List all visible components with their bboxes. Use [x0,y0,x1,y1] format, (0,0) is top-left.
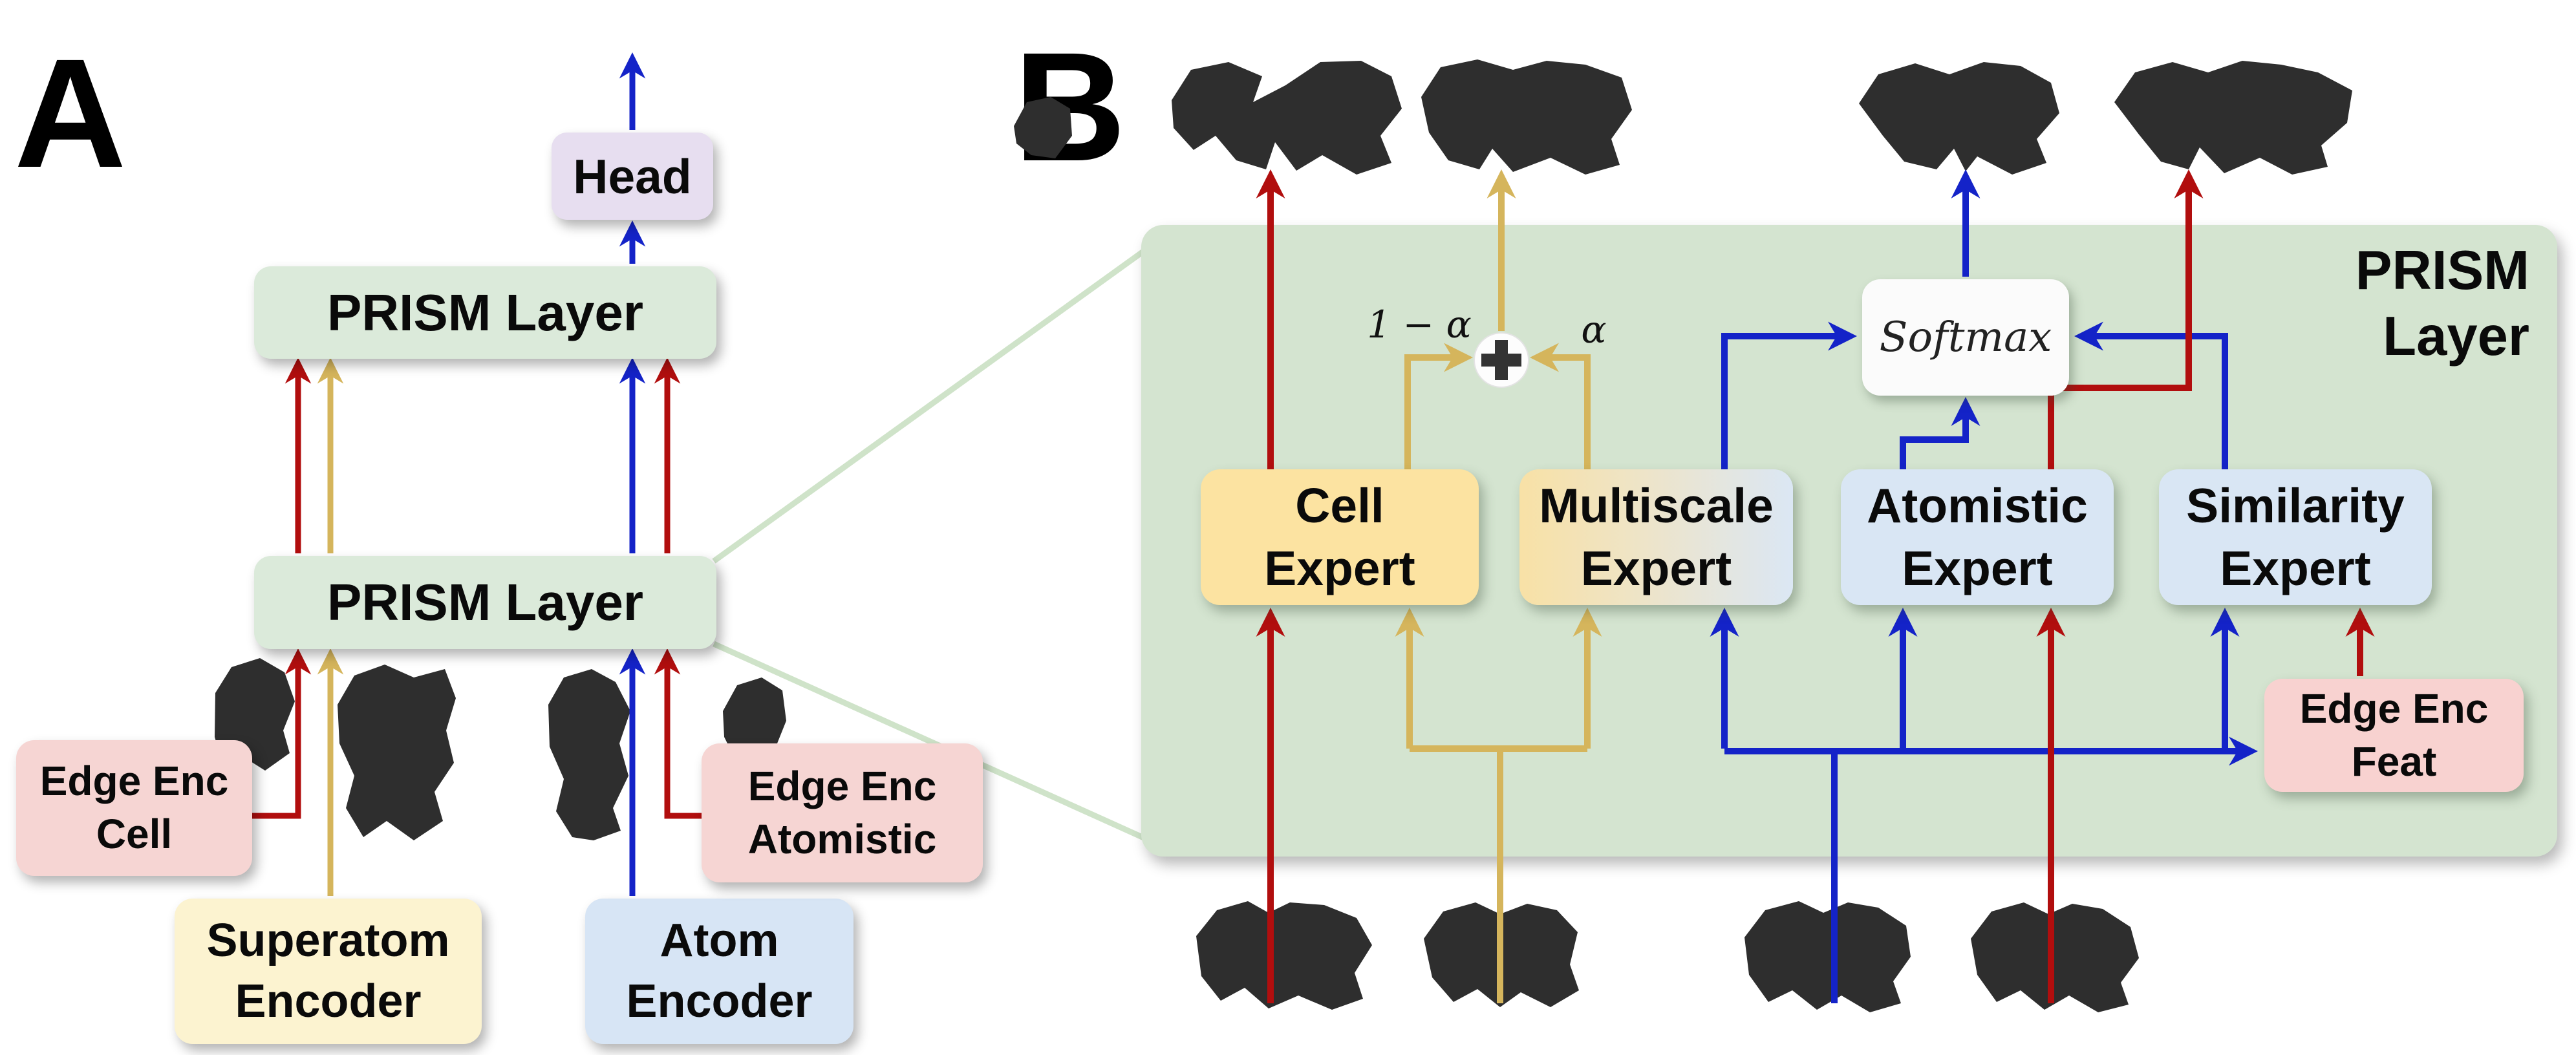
arrow-edge-enc-atomistic-to-prism-red [654,648,706,819]
scribble-blob [1014,97,1072,158]
panel-b-title-line2: Layer [2383,306,2529,367]
wedge-line-top [712,234,1166,564]
scribble-blob [338,665,456,840]
edge-enc-feat-box: Edge Enc Feat [2264,679,2524,792]
scribble-blob [548,669,630,840]
arrow-atomistic-to-softmax [1900,397,1980,469]
cell-expert-line2: Expert [1264,541,1415,595]
cell-expert-box: Cell Expert [1201,469,1479,605]
scribble-blob [1971,902,2139,1012]
edge-enc-feat-line2: Feat [2351,738,2437,785]
edge-enc-feat-line1: Edge Enc [2299,685,2489,732]
scribble-blob [1172,61,1402,175]
arrow-edge-enc-cell-to-prism-red [251,648,312,819]
atom-encoder-line2: Encoder [626,975,813,1027]
arrow-multiscale-to-softmax [1721,321,1857,469]
prism-layer-lower-label: PRISM Layer [327,573,644,631]
edge-enc-atomistic-line1: Edge Enc [747,762,937,809]
multiscale-expert-line1: Multiscale [1539,478,1774,533]
superatom-encoder-box: Superatom Encoder [175,899,482,1044]
scribble-blob [2114,61,2352,175]
edge-enc-cell-box: Edge Enc Cell [16,740,252,876]
atomistic-expert-line2: Expert [1902,541,2053,595]
plus-merge-icon [1474,332,1529,388]
arrow-red-atomistic-output [2048,169,2204,469]
head-box: Head [552,133,713,220]
panel-b-title: PRISM Layer [2328,238,2529,370]
edge-enc-atomistic-line2: Atomistic [747,815,937,862]
multiscale-expert-line2: Expert [1580,541,1732,595]
superatom-encoder-line1: Superatom [206,914,450,966]
cell-expert-line1: Cell [1295,478,1384,533]
panel-b-arrows [1256,169,2375,1003]
panel-a-label: A [14,27,127,200]
softmax-label: Softmax [1879,314,2052,361]
edge-enc-cell-line2: Cell [96,811,173,857]
scribble-blob [1196,901,1372,1010]
scribble-blob [1744,901,1911,1012]
panel-a-arrows [251,52,706,896]
scribble-blob [1421,59,1632,175]
similarity-expert-line1: Similarity [2186,478,2405,533]
softmax-box: Softmax [1862,279,2069,396]
atom-encoder-box: Atom Encoder [585,899,853,1044]
arrow-similarity-to-softmax [2074,321,2228,469]
arrow-multiscale-to-plus [1530,343,1591,469]
prism-layer-upper-label: PRISM Layer [327,283,644,341]
edge-enc-atomistic-box: Edge Enc Atomistic [702,743,983,882]
atomistic-expert-line1: Atomistic [1867,478,2088,533]
alpha-label: α [1581,308,1607,352]
atomistic-expert-box: Atomistic Expert [1841,469,2114,605]
atom-encoder-line1: Atom [660,914,779,966]
scribble-blob [1859,62,2059,175]
head-label: Head [573,149,692,204]
prism-layer-upper-box: PRISM Layer [254,266,716,359]
superatom-encoder-line2: Encoder [235,975,422,1027]
prism-layer-lower-box: PRISM Layer [254,556,716,649]
arrow-cell-expert-to-plus [1404,343,1473,469]
panel-b-title-line1: PRISM [2355,240,2529,301]
similarity-expert-line2: Expert [2220,541,2371,595]
multiscale-expert-box: Multiscale Expert [1519,469,1793,605]
edge-enc-cell-line1: Edge Enc [39,758,229,805]
similarity-expert-box: Similarity Expert [2159,469,2432,605]
one-minus-alpha-label: 1 − α [1367,303,1472,346]
